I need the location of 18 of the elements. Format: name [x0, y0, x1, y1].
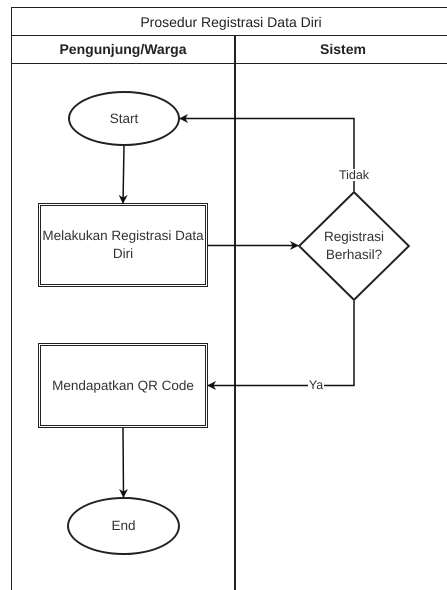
lane-heading: Sistem	[236, 35, 447, 64]
decision-diamond	[298, 191, 410, 301]
process-box: Mendapatkan QR Code	[38, 343, 208, 428]
edge-label: Tidak	[338, 168, 370, 181]
terminator-oval: Start	[68, 91, 180, 146]
swimlane	[235, 35, 447, 590]
decision-label: Registrasi Berhasil?	[322, 228, 386, 264]
edge-label: Ya	[308, 379, 324, 392]
lane-heading: Pengunjung/Warga	[12, 35, 234, 64]
terminator-oval: End	[67, 497, 180, 555]
arrow	[118, 428, 128, 498]
process-box: Melakukan Registrasi Data Diri	[38, 203, 208, 287]
arrow	[179, 114, 355, 191]
diagram-title: Prosedur Registrasi Data Diri	[11, 7, 447, 36]
arrow	[207, 301, 355, 390]
swimlane	[11, 35, 235, 590]
arrow	[118, 146, 128, 204]
arrow	[208, 241, 299, 250]
